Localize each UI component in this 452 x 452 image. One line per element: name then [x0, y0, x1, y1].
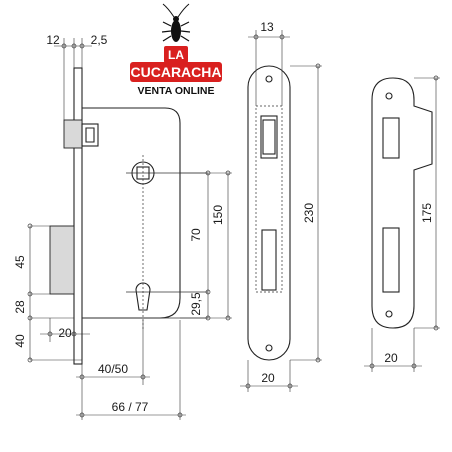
strike-plate-view: [371, 77, 433, 329]
brand-logo: LA CUCARACHA VENTA ONLINE: [130, 3, 222, 97]
dim-label-28: 28: [13, 300, 27, 314]
dim-label-20-strike: 20: [384, 351, 398, 365]
faceplate-front-view: [247, 65, 291, 361]
dim-bottom-depths: [76, 320, 186, 420]
latch-bolt: [63, 119, 99, 149]
dim-label-45: 45: [13, 255, 27, 269]
dim-top-faceplate: [54, 38, 92, 120]
dim-faceplate: [240, 30, 322, 392]
dim-strike-plate: [364, 75, 440, 372]
lock-case: [82, 107, 181, 319]
dim-left-heights: [27, 223, 90, 363]
dim-label-40: 40: [13, 334, 27, 348]
dim-label-29-5: 29,5: [189, 292, 203, 316]
lock-body-view: [49, 67, 208, 365]
dim-label-2-5: 2,5: [91, 33, 108, 47]
lock-faceplate: [73, 67, 83, 365]
dim-label-40-50: 40/50: [98, 362, 128, 376]
cockroach-icon: [161, 3, 191, 42]
logo-tagline: VENTA ONLINE: [137, 85, 214, 97]
logo-name-badge: [130, 62, 222, 82]
dim-label-150: 150: [211, 205, 225, 225]
dim-label-13: 13: [260, 20, 274, 34]
dim-label-175: 175: [420, 203, 434, 223]
dim-label-12: 12: [46, 33, 60, 47]
dim-label-70: 70: [189, 228, 203, 242]
dim-label-66-77: 66 / 77: [112, 400, 149, 414]
dim-right-heights: [180, 170, 232, 321]
dim-label-20-faceplate: 20: [261, 371, 275, 385]
logo-la-text: LA: [168, 48, 184, 62]
logo-la-badge: [164, 46, 188, 63]
logo-name-text: CUCARACHA: [131, 64, 222, 80]
dim-label-20-left: 20: [58, 326, 72, 340]
cylinder-hole: [126, 282, 208, 311]
dim-label-230: 230: [302, 203, 316, 223]
dead-bolt: [49, 225, 75, 295]
